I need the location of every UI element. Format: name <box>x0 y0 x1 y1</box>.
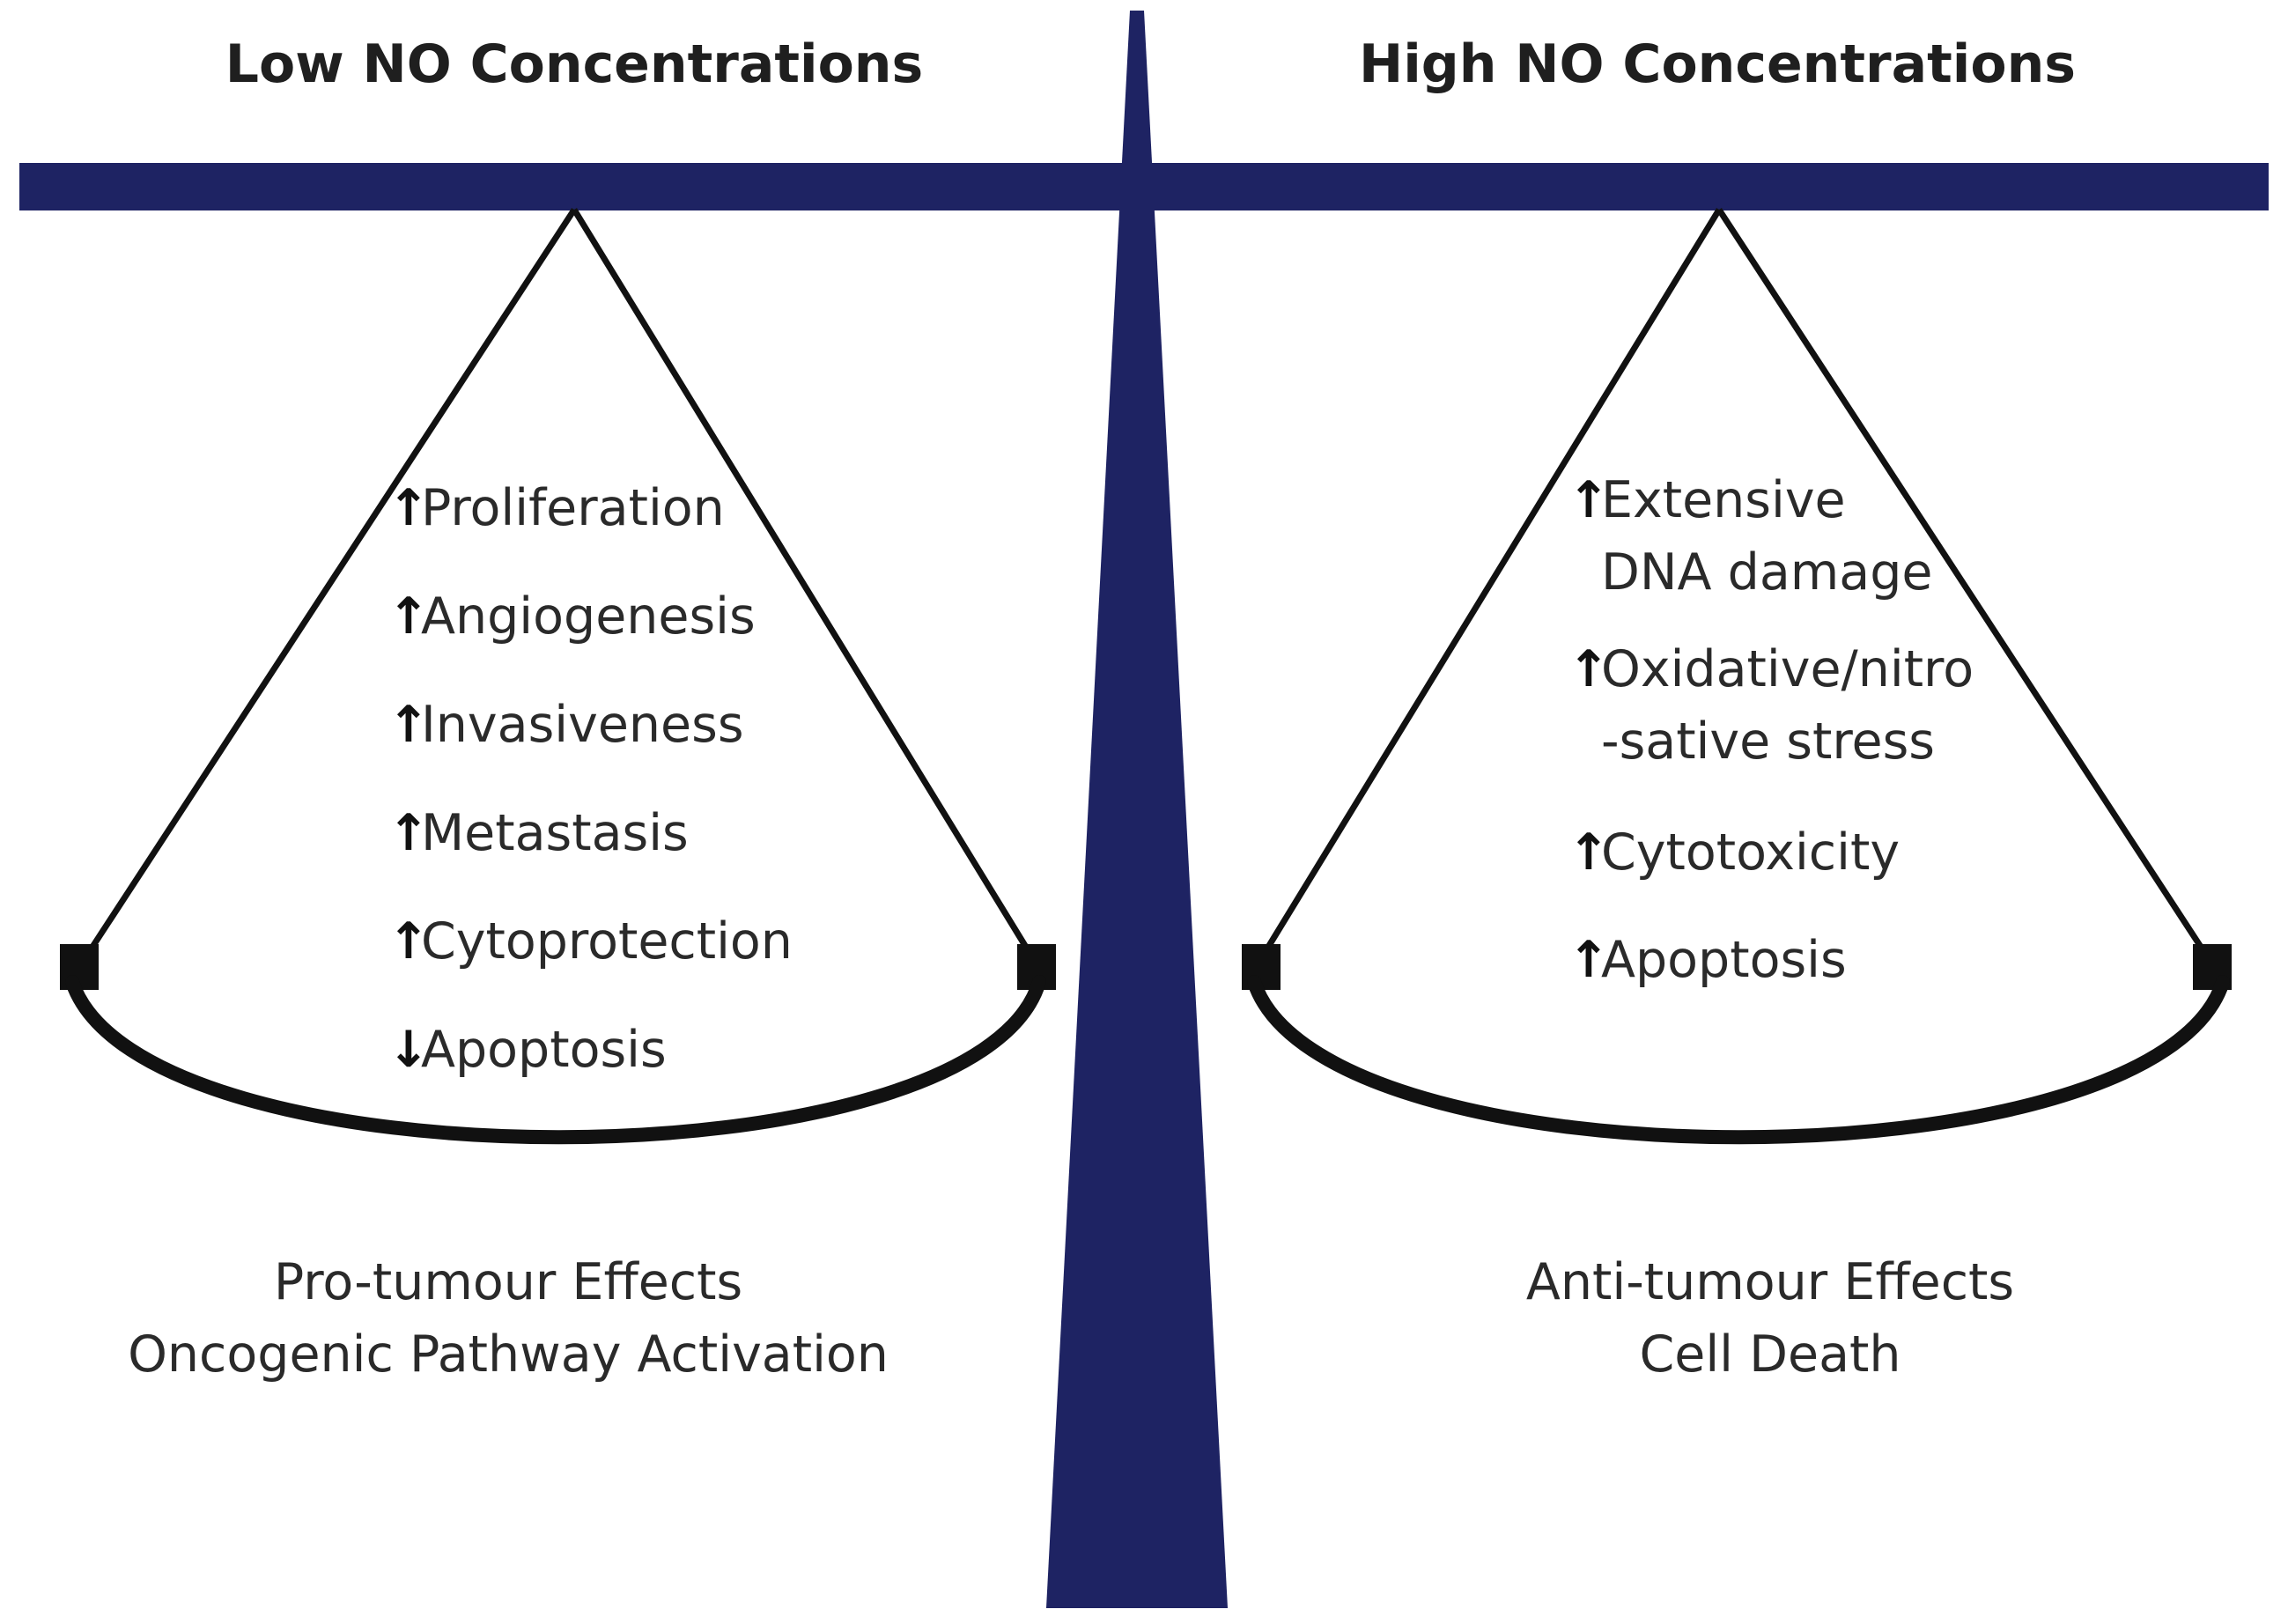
up-arrow-icon: ↑ <box>1568 931 1610 989</box>
down-arrow-icon: ↓ <box>387 1021 430 1079</box>
effect-label: Apoptosis <box>421 1021 667 1079</box>
effect-label: Invasiveness <box>421 696 744 754</box>
effect-metastasis: ↑ Metastasis <box>387 797 793 869</box>
effect-label: Proliferation <box>421 479 725 537</box>
effect-label: Apoptosis <box>1601 931 1847 989</box>
up-arrow-icon: ↑ <box>387 479 430 537</box>
high-no-heading: High NO Concentrations <box>1358 33 2077 95</box>
effect-oxidative-stress: ↑ Oxidative/nitro -sative stress <box>1568 633 1974 778</box>
effect-apoptosis-increase: ↑ Apoptosis <box>1568 924 1974 996</box>
scale-beam <box>19 163 2269 210</box>
left-pan-bowl <box>65 975 1046 1145</box>
right-pan-bowl <box>1247 975 2230 1145</box>
left-pan-string-right <box>572 208 1039 966</box>
caption-line: Cell Death <box>1639 1325 1901 1384</box>
pro-tumour-caption: Pro-tumour Effects Oncogenic Pathway Act… <box>128 1246 889 1391</box>
caption-line: Oncogenic Pathway Activation <box>128 1325 889 1384</box>
up-arrow-icon: ↑ <box>1568 640 1610 698</box>
right-pan-string-left <box>1255 208 1722 966</box>
caption-line: Anti-tumour Effects <box>1525 1253 2015 1311</box>
left-pan <box>60 208 1056 1145</box>
effect-cytoprotection: ↑ Cytoprotection <box>387 905 793 978</box>
effect-label: Extensive DNA damage <box>1601 471 1933 602</box>
up-arrow-icon: ↑ <box>387 587 430 646</box>
effect-invasiveness: ↑ Invasiveness <box>387 689 793 761</box>
scale-pillar <box>1046 11 1228 1608</box>
right-pan <box>1242 208 2232 1145</box>
anti-tumour-caption: Anti-tumour Effects Cell Death <box>1526 1246 2014 1391</box>
low-no-heading: Low NO Concentrations <box>225 33 924 95</box>
right-pan-string-right <box>1716 208 2215 966</box>
effect-proliferation: ↑ Proliferation <box>387 472 793 544</box>
effect-dna-damage: ↑ Extensive DNA damage <box>1568 464 1974 609</box>
low-no-effects-list: ↑ Proliferation ↑ Angiogenesis ↑ Invasiv… <box>387 472 793 1122</box>
effect-cytotoxicity: ↑ Cytotoxicity <box>1568 816 1974 889</box>
effect-label: Oxidative/nitro -sative stress <box>1601 640 1974 771</box>
up-arrow-icon: ↑ <box>387 912 430 971</box>
effect-label: Cytoprotection <box>421 912 793 971</box>
caption-line: Pro-tumour Effects <box>273 1253 743 1311</box>
high-no-effects-list: ↑ Extensive DNA damage ↑ Oxidative/nitro… <box>1568 464 1974 1021</box>
left-pan-string-left <box>78 208 577 966</box>
effect-angiogenesis: ↑ Angiogenesis <box>387 580 793 653</box>
up-arrow-icon: ↑ <box>387 804 430 862</box>
effect-label: Metastasis <box>421 804 689 862</box>
up-arrow-icon: ↑ <box>1568 471 1610 529</box>
effect-label: Angiogenesis <box>421 587 756 646</box>
up-arrow-icon: ↑ <box>1568 823 1610 882</box>
up-arrow-icon: ↑ <box>387 696 430 754</box>
effect-apoptosis-decrease: ↓ Apoptosis <box>387 1014 793 1086</box>
effect-label: Cytotoxicity <box>1601 823 1901 882</box>
